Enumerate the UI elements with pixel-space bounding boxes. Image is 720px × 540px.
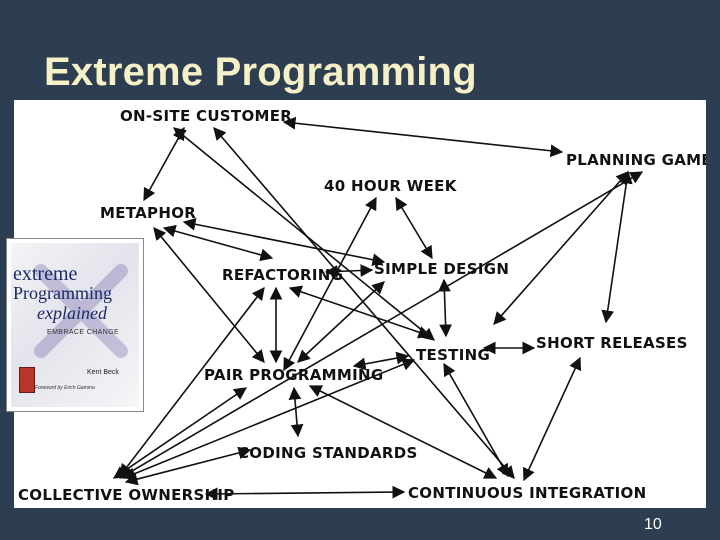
edge-testing-ci [444,364,508,476]
node-refactoring: REFACTORING [222,266,343,284]
book-title-line2: Programming [13,283,112,304]
node-onsite-customer: ON-SITE CUSTOMER [120,107,292,125]
edge-planning-short [606,172,628,322]
page-number: 10 [644,516,662,534]
edge-testing-pair [354,356,408,366]
book-foreword: Foreword by Erich Gamma [35,385,95,391]
node-40-hour-week: 40 HOUR WEEK [324,177,458,195]
node-collective-ownership: COLLECTIVE OWNERSHIP [18,486,235,504]
edge-onsite-metaphor [144,128,184,200]
edge-planning-pair [494,172,628,324]
book-subtitle: EMBRACE CHANGE [47,329,119,336]
edge-collective-ci [206,492,404,494]
book-title-line3: explained [37,303,107,324]
edge-planning-collective [120,172,642,478]
edge-fortyhour-pair [284,198,376,370]
node-short-releases: SHORT RELEASES [536,334,688,352]
edge-pair-coding [294,388,298,436]
edge-fortyhour-simpledesign [396,198,432,258]
node-pair-programming: PAIR PROGRAMMING [204,366,383,384]
node-continuous-integration: CONTINUOUS INTEGRATION [408,484,646,502]
edge-simpledesign-pair [298,282,384,362]
publisher-logo [19,367,35,393]
edge-pair-ci [310,386,496,478]
edge-onsite-planning [284,122,562,152]
node-simple-design: SIMPLE DESIGN [374,260,509,278]
edge-short-ci [524,358,580,480]
node-metaphor: METAPHOR [100,204,196,222]
edge-refactoring-testing [290,288,430,336]
node-planning-game: PLANNING GAME [566,151,706,169]
edge-simpledesign-testing [444,280,446,336]
book-cover-image: extreme Programming explained EMBRACE CH… [6,238,144,412]
node-testing: TESTING [416,346,490,364]
edge-metaphor-pair [154,228,264,362]
node-coding-standards: CODING STANDARDS [238,444,418,462]
slide-title: Extreme Programming [44,50,477,95]
edge-coding-collective [126,450,250,482]
book-author: Kent Beck [87,369,119,376]
book-cover-background: extreme Programming explained EMBRACE CH… [11,243,139,407]
edge-metaphor-refactoring [164,228,272,258]
